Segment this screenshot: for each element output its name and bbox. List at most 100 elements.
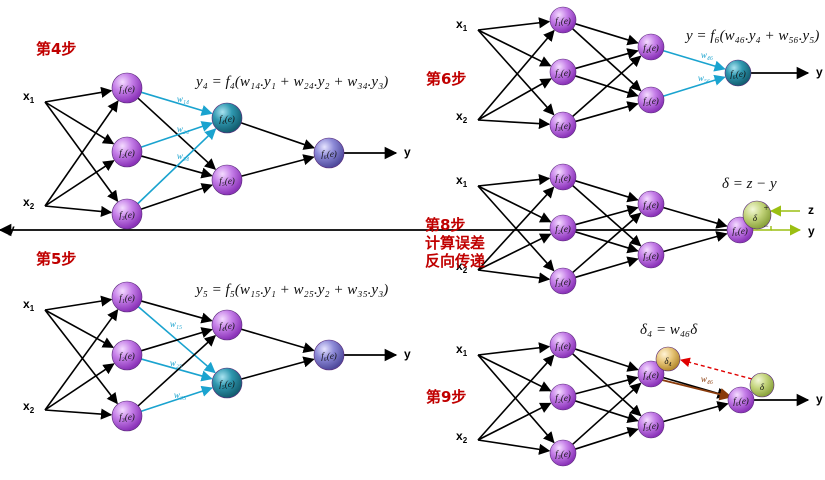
s6-output-y: y — [816, 65, 823, 79]
s5-edge-x2-f1 — [44, 309, 119, 411]
s6-weight-w46: w₄₆ — [701, 50, 713, 60]
s9-node-delta — [749, 372, 775, 398]
s4-edge-x1-f2 — [44, 101, 115, 145]
s6-weight-w56: w₅₆ — [698, 73, 710, 83]
s8-node-f3-label: f₃(e) — [555, 277, 571, 287]
s5-edge-f5-f6 — [241, 356, 315, 380]
s9-delta-label: δ — [760, 382, 765, 392]
s9-node-f4 — [637, 360, 665, 388]
s5-edge-f2-f4 — [141, 327, 213, 352]
s4-output-y: y — [404, 145, 411, 159]
s6-edge-f4-f6 — [663, 49, 726, 72]
s5-edge-x1-f3 — [44, 309, 118, 405]
s4-edge-x1-f1 — [44, 86, 113, 103]
step6-label: 第6步 — [426, 70, 467, 88]
s6-edge-x1-f3 — [477, 29, 555, 116]
s6-edge-x2-f2 — [477, 78, 552, 121]
s5-node-f4 — [211, 309, 243, 341]
equation-step6: y = f₆(w₄₆.y₄ + w₅₆.y₅) — [686, 28, 820, 44]
s4-node-f2-label: f₂(e) — [119, 148, 135, 158]
s4-edge-x1-f3 — [44, 101, 119, 202]
s8-node-f2 — [549, 214, 577, 242]
s9-node-f5 — [637, 411, 665, 439]
s4-edge-f1-f4 — [141, 91, 213, 116]
labels-layer: f₁(e)f₂(e)f₃(e)f₄(e)f₅(e)f₆(e)x1x2yw₁₄w₂… — [8, 16, 823, 459]
s8-delta-minus: − — [763, 221, 769, 231]
s6-node-f3 — [549, 111, 577, 139]
s6-input-x1: x1 — [456, 17, 468, 33]
s5-edge-f4-f6 — [241, 328, 315, 354]
s5-node-f1-label: f₁(e) — [119, 293, 135, 303]
s5-edge-x2-f2 — [44, 363, 115, 411]
s5-node-f2 — [111, 339, 143, 371]
s8-input-x2: x2 — [456, 259, 468, 275]
s9-node-f1-label: f₁(e) — [555, 341, 571, 351]
s8-edge-x2-f3 — [477, 269, 551, 284]
s5-weight-w35: w₃₅ — [174, 390, 186, 400]
s5-weight-w25: w₂₅ — [170, 358, 182, 368]
s6-node-f2 — [549, 58, 577, 86]
s4-input-x2: x2 — [23, 195, 35, 211]
s5-input-x1: x1 — [23, 297, 35, 313]
s4-node-f4-label: f₄(e) — [219, 114, 235, 124]
s9-node-f6-label: f₆(e) — [733, 396, 749, 406]
s9-node-f3 — [549, 439, 577, 467]
s5-edge-x1-f1 — [44, 295, 113, 311]
step8-label-2: 计算误差 — [425, 234, 486, 252]
s8-node-f4 — [637, 190, 665, 218]
s4-weight-w24: w₂₄ — [177, 124, 189, 134]
s8-edge-x1-f2 — [477, 185, 552, 223]
s6-input-x2: x2 — [456, 109, 468, 125]
s8-node-f1-label: f₁(e) — [555, 173, 571, 183]
s5-edge-f3-f5 — [140, 385, 213, 413]
s8-edge-f4-f6 — [663, 206, 728, 229]
s8-output-y: y — [8, 222, 15, 236]
step5-label: 第5步 — [36, 250, 77, 268]
s5-weight-w15: w₁₅ — [170, 319, 182, 329]
s5-node-f3 — [111, 400, 143, 432]
s8-node-f1 — [549, 163, 577, 191]
s6-edge-f2-f4 — [575, 48, 639, 70]
s6-edge-x2-f1 — [477, 29, 555, 121]
s9-node-f4-label: f₄(e) — [643, 370, 659, 380]
s4-node-f3 — [111, 198, 143, 230]
s6-edge-f5-f6 — [663, 74, 726, 97]
s5-node-f6 — [313, 339, 345, 371]
s9-edge-f2-f4 — [575, 374, 639, 395]
s8-node-f3 — [549, 267, 577, 295]
s5-node-f4-label: f₄(e) — [219, 321, 235, 331]
s9-delta4-label: δ₄ — [664, 356, 671, 366]
s4-node-f4 — [211, 102, 243, 134]
s6-node-f4-label: f₄(e) — [643, 43, 659, 53]
s9-edge-x1-f2 — [477, 354, 552, 392]
s8-edge-x2-f2 — [477, 233, 552, 271]
step8-label-1: 第8步 — [425, 216, 466, 234]
s8-edge-x1-f1 — [477, 173, 551, 187]
s8-edge-f1-f4 — [575, 180, 639, 203]
s9-edge-f5-f6 — [663, 401, 729, 423]
s4-node-f1 — [111, 72, 143, 104]
s5-node-f5-label: f₅(e) — [219, 379, 235, 389]
s9-input-x2: x2 — [456, 429, 468, 445]
s8-input-x1: x1 — [456, 173, 468, 189]
s8-edge-f3-f4 — [572, 212, 642, 274]
s6-edge-x1-f1 — [477, 17, 551, 31]
s8-target-z: z — [808, 203, 814, 217]
s8-edge-f2-f4 — [575, 204, 639, 226]
s9-node-f1 — [549, 331, 577, 359]
s8-delta-label: δ — [753, 213, 758, 223]
s5-node-f2-label: f₂(e) — [119, 351, 135, 361]
s6-node-f6 — [724, 59, 752, 87]
s5-node-f6-label: f₆(e) — [321, 351, 337, 361]
s9-edge-f2-f5 — [575, 400, 639, 424]
s6-node-f4 — [637, 33, 665, 61]
s4-edge-f3-f4 — [137, 128, 217, 205]
step4-label: 第4步 — [36, 40, 77, 58]
s6-node-f2-label: f₂(e) — [555, 68, 571, 78]
s5-edge-f3-f4 — [137, 335, 216, 407]
s6-edge-x1-f2 — [477, 29, 552, 67]
s4-node-f5 — [211, 164, 243, 196]
s8-node-f6-label: f₆(e) — [732, 226, 748, 236]
